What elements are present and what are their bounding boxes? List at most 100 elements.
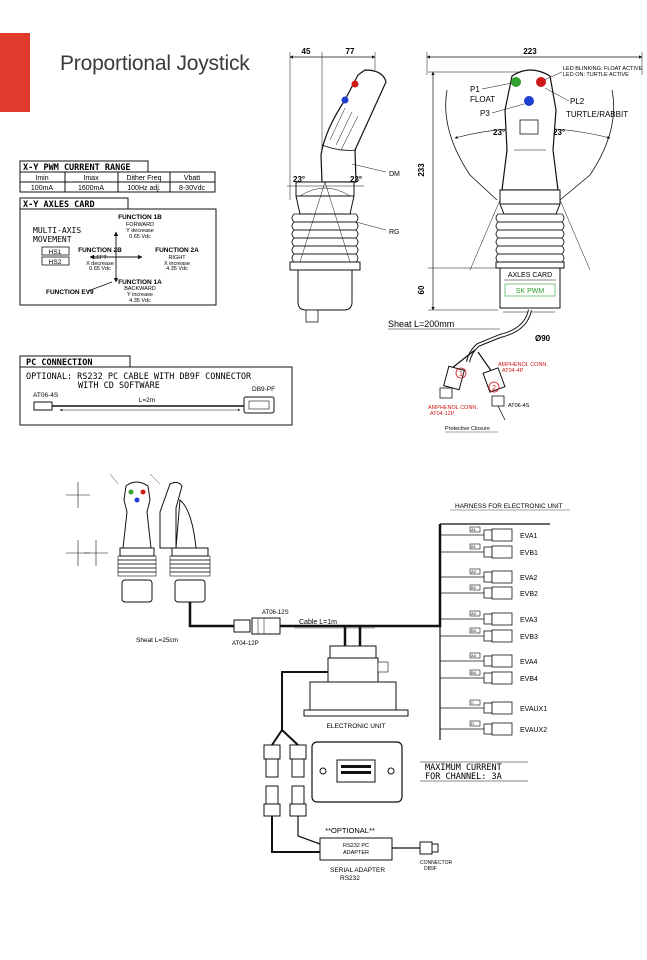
harness-label: HARNESS FOR ELECTRONIC UNIT bbox=[455, 503, 563, 510]
pc-right-conn: DB9-PF bbox=[252, 386, 275, 393]
electronic-unit-label: ELECTRONIC UNIT bbox=[327, 723, 386, 730]
turtle-rabbit-label: TURTLE/RABBIT bbox=[566, 110, 628, 119]
db9f-label: DB9F bbox=[424, 866, 437, 872]
f2b-axis: X decrease bbox=[86, 261, 114, 267]
pwm-header-dither: Dither Freq bbox=[126, 175, 161, 182]
f1b-volt: 0.65 Vdc bbox=[129, 234, 151, 240]
harness-pin-label: A2 bbox=[471, 569, 477, 574]
harness-pin-label: D bbox=[471, 721, 474, 726]
hs1-label: HS1 bbox=[49, 249, 62, 256]
sheat-200-label: Sheat L=200mm bbox=[388, 319, 454, 329]
max-current-label: MAXIMUM CURRENT bbox=[425, 763, 502, 773]
harness-output-label: EVB3 bbox=[520, 634, 538, 641]
float-label: FLOAT bbox=[470, 95, 495, 104]
rg-label: RG bbox=[389, 229, 400, 236]
front-angle-left: 23° bbox=[493, 128, 505, 137]
blue-button-icon bbox=[341, 96, 349, 104]
harness-pin-label: B3 bbox=[471, 628, 477, 633]
pwm-header-imin: Imin bbox=[35, 175, 48, 182]
harness-row: D EVAUX2 bbox=[440, 720, 547, 736]
harness-pin-label: A3 bbox=[471, 611, 477, 616]
amphenol-1-code: AT04-4P bbox=[502, 368, 524, 374]
f2b-volt: 0.65 Vdc bbox=[89, 266, 111, 272]
red-button-icon bbox=[351, 80, 359, 88]
dim-233: 233 bbox=[417, 163, 426, 177]
movement-label: MOVEMENT bbox=[33, 235, 72, 244]
f2a-title: FUNCTION 2A bbox=[155, 247, 199, 254]
fev9-label: FUNCTION EV9 bbox=[46, 289, 94, 296]
dim-45: 45 bbox=[302, 47, 311, 56]
serial-adapter-rs232: RS232 bbox=[340, 875, 360, 882]
page-title: Proportional Joystick bbox=[60, 52, 250, 75]
at06-12s-label: AT06-12S bbox=[262, 610, 289, 616]
conn-2-badge: 2 bbox=[492, 385, 496, 392]
pl2-label: PL2 bbox=[570, 97, 585, 106]
optional-label: **OPTIONAL** bbox=[325, 826, 375, 835]
harness-pin-label: A4 bbox=[471, 653, 477, 658]
cable-1m-label: Cable L=1m bbox=[299, 619, 337, 626]
f1b-dir: FORWARD bbox=[126, 222, 154, 228]
sheat-25-label: Sheat L=25cm bbox=[136, 637, 178, 644]
f2a-dir: RIGHT bbox=[168, 255, 186, 261]
pc-connection-panel: PC CONNECTION OPTIONAL: RS232 PC CABLE W… bbox=[19, 355, 293, 426]
axles-card-heading: X-Y AXLES CARD bbox=[23, 200, 95, 210]
dim-223: 223 bbox=[523, 47, 537, 56]
side-angle-right: 23° bbox=[350, 175, 362, 184]
pwm-header-imax: Imax bbox=[83, 175, 99, 182]
harness-output-label: EVA4 bbox=[520, 659, 537, 666]
pwm-table-heading: X-Y PWM CURRENT RANGE bbox=[23, 163, 130, 173]
front-axles-card: AXLES CARD bbox=[508, 272, 552, 279]
f2a-volt: 4.35 Vdc bbox=[166, 266, 188, 272]
harness-output-label: EVB1 bbox=[520, 550, 538, 557]
at06-4s-label: AT06-4S bbox=[508, 403, 530, 409]
pwm-cell-vbatt: 8-30Vdc bbox=[179, 185, 206, 192]
dm-label: DM bbox=[389, 171, 400, 178]
harness-pin-label: C bbox=[471, 700, 474, 705]
led-blinking-text: LED BLINKING: FLOAT ACTIVE bbox=[563, 66, 643, 72]
blue-float-button-icon bbox=[524, 96, 534, 106]
dim-77: 77 bbox=[346, 47, 355, 56]
pwm-header-vbatt: Vbatt bbox=[184, 175, 200, 182]
at04-12p-label: AT04-12P bbox=[232, 641, 259, 647]
p3-label: P3 bbox=[480, 109, 490, 118]
diameter-90: Ø90 bbox=[535, 334, 551, 343]
multi-axis-label: MULTI-AXIS bbox=[33, 226, 81, 235]
max-current-value: FOR CHANNEL: 3A bbox=[425, 772, 502, 782]
harness-output-label: EVAUX2 bbox=[520, 727, 547, 734]
axles-card-panel: X-Y AXLES CARD MULTI-AXIS MOVEMENT HS1 H… bbox=[19, 197, 217, 306]
pc-conn-line1: OPTIONAL: RS232 PC CABLE WITH DB9F CONNE… bbox=[26, 372, 252, 382]
protective-closure-label: Protective Closure bbox=[445, 426, 490, 432]
serial-adapter-label: SERIAL ADAPTER bbox=[330, 867, 385, 874]
harness-pin-label: A1 bbox=[471, 527, 477, 532]
pc-cable-length: L=2m bbox=[139, 397, 155, 404]
f1a-volt: 4.35 Vdc bbox=[129, 298, 151, 304]
rs232-adapter-line2: ADAPTER bbox=[343, 850, 369, 856]
accent-bar bbox=[0, 33, 30, 112]
f2b-title: FUNCTION 2B bbox=[78, 247, 122, 254]
connector-label: CONNECTOR bbox=[420, 860, 453, 866]
f2a-axis: X increase bbox=[164, 261, 190, 267]
f1a-axis: Y increase bbox=[127, 292, 153, 298]
red-led-button-icon bbox=[536, 77, 546, 87]
f1b-axis: Y decrease bbox=[126, 228, 154, 234]
harness-pin-label: B2 bbox=[471, 585, 477, 590]
sk-pwm-label: SK PWM bbox=[516, 288, 545, 295]
harness-output-label: EVB4 bbox=[520, 676, 538, 683]
harness-output-label: EVA3 bbox=[520, 617, 537, 624]
hs2-label: HS2 bbox=[49, 259, 62, 266]
wiring-diagram: Sheat L=25cm AT06-12S AT04-12P Cable L=1… bbox=[66, 473, 570, 882]
front-angle-right: 23° bbox=[553, 128, 565, 137]
harness-output-rows: A1EVA1B1EVB1A2EVA2B2EVB2A3EVA3B3EVB3A4EV… bbox=[440, 526, 547, 736]
led-on-text: LED ON: TURTLE ACTIVE bbox=[563, 72, 629, 78]
pc-conn-heading: PC CONNECTION bbox=[26, 358, 93, 368]
f1a-dir: BACKWARD bbox=[124, 286, 156, 292]
amphenol-1-label: AMPHENOL CONN. bbox=[498, 362, 548, 368]
pwm-cell-imax: 1600mA bbox=[78, 185, 104, 192]
